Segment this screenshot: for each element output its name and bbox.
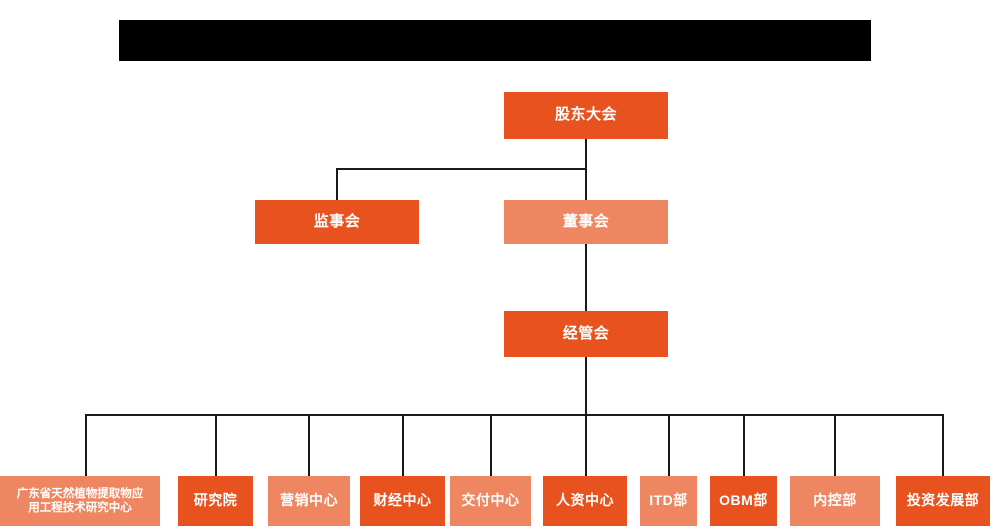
connector-level2-bus (336, 168, 587, 170)
connector-drop-leaf-5 (490, 414, 492, 476)
node-department-research-center-line1: 广东省天然植物提取物应 (16, 487, 144, 500)
connector-shareholders-stem (585, 139, 587, 170)
connector-management-stem (585, 357, 587, 415)
connector-drop-leaf-9 (834, 414, 836, 476)
node-board-of-directors[interactable]: 董事会 (504, 200, 668, 244)
node-department-itd[interactable]: ITD部 (640, 476, 697, 526)
connector-drop-leaf-2 (215, 414, 217, 476)
redacted-title-banner (119, 20, 871, 61)
node-board-of-supervisors[interactable]: 监事会 (255, 200, 419, 244)
connector-drop-leaf-3 (308, 414, 310, 476)
connector-directors-drop (585, 168, 587, 200)
node-department-hr-center[interactable]: 人资中心 (543, 476, 627, 526)
node-department-institute[interactable]: 研究院 (178, 476, 253, 526)
connector-drop-leaf-8 (743, 414, 745, 476)
connector-drop-leaf-10 (942, 414, 944, 476)
connector-drop-leaf-1 (85, 414, 87, 476)
node-department-marketing-center[interactable]: 营销中心 (268, 476, 350, 526)
node-management-committee[interactable]: 经管会 (504, 311, 668, 357)
node-department-research-center[interactable]: 广东省天然植物提取物应 用工程技术研究中心 (0, 476, 160, 526)
node-department-finance-center[interactable]: 财经中心 (360, 476, 445, 526)
node-department-internal-control[interactable]: 内控部 (790, 476, 880, 526)
connector-directors-to-management (585, 243, 587, 311)
connector-departments-bus (85, 414, 943, 416)
node-department-obm[interactable]: OBM部 (710, 476, 777, 526)
connector-drop-leaf-7 (668, 414, 670, 476)
node-department-research-center-line2: 用工程技术研究中心 (28, 502, 132, 514)
node-department-investment-development[interactable]: 投资发展部 (896, 476, 990, 526)
node-shareholders-meeting[interactable]: 股东大会 (504, 92, 668, 139)
node-department-delivery-center[interactable]: 交付中心 (450, 476, 531, 526)
connector-drop-leaf-6 (585, 414, 587, 476)
connector-drop-leaf-4 (402, 414, 404, 476)
connector-supervisors-drop (336, 168, 338, 200)
